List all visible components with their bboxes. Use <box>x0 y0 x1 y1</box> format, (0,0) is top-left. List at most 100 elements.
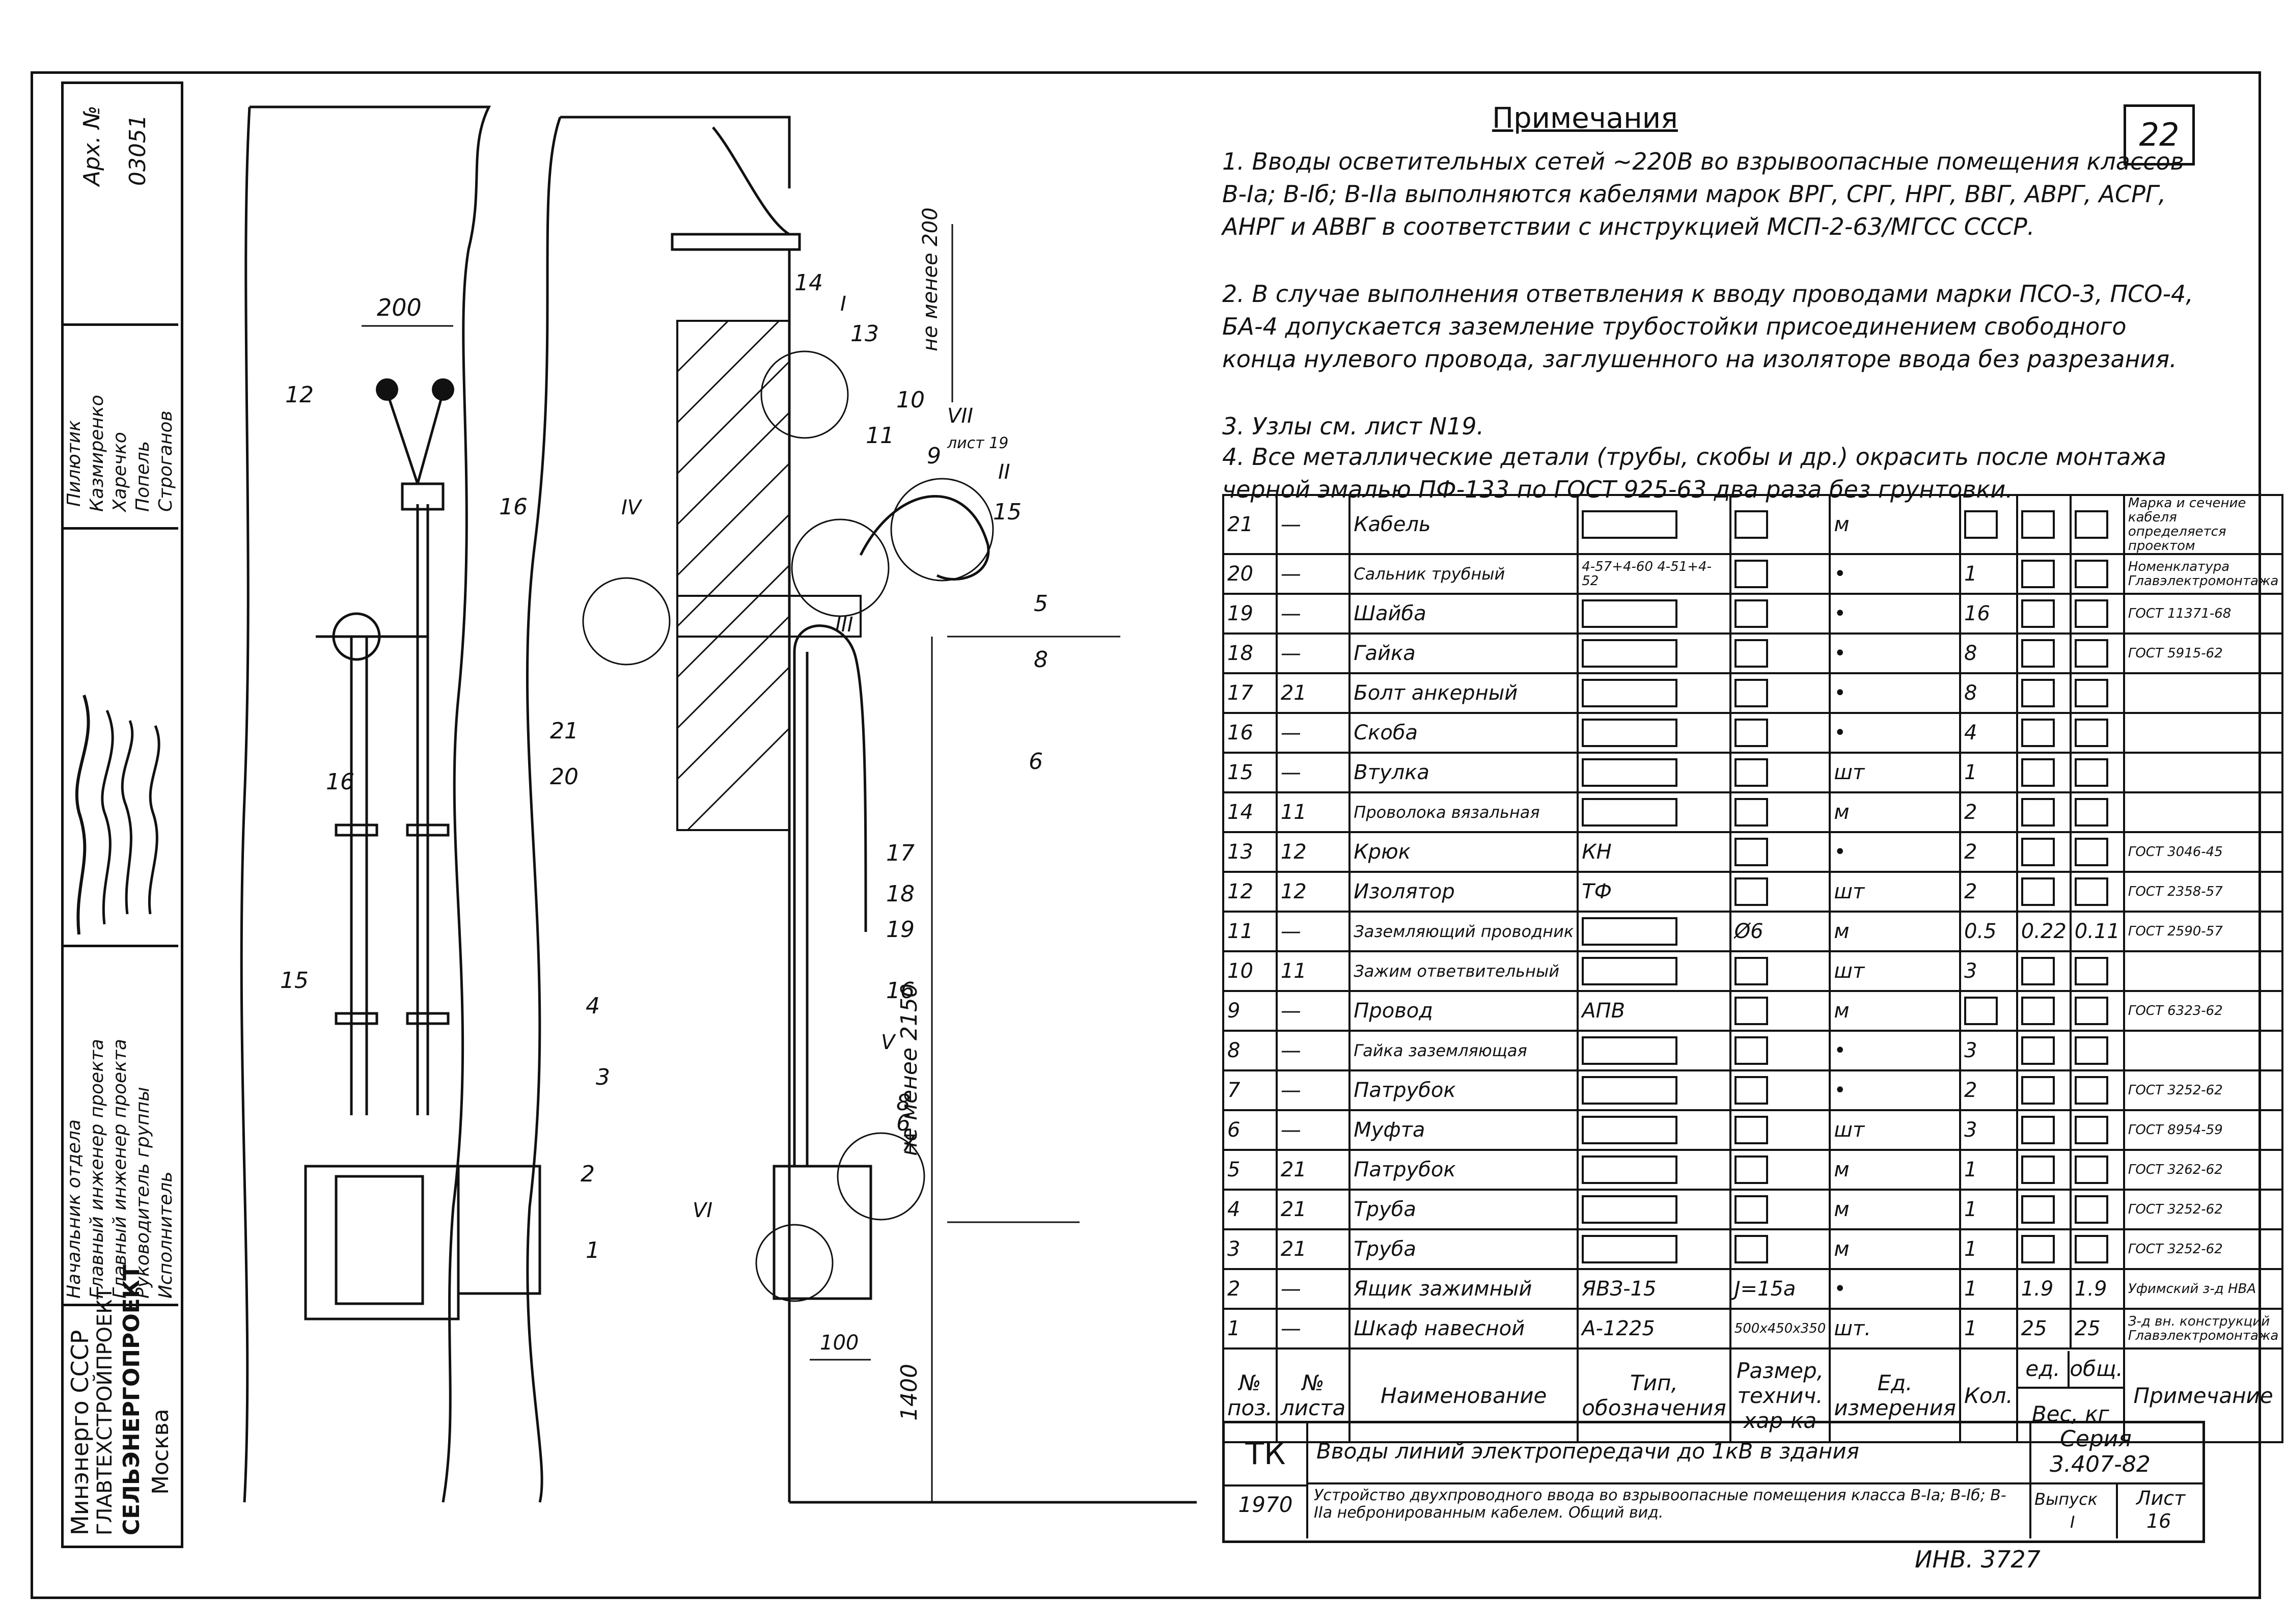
spec-cell-name: Изолятор <box>1348 871 1579 913</box>
title-code: ТК <box>1225 1423 1308 1487</box>
spec-cell-note <box>2123 950 2284 992</box>
col-weight-unit: ед. <box>2019 1351 2070 1387</box>
spec-cell-qty: 1 <box>1959 1308 2018 1350</box>
spec-cell-type <box>1577 494 1731 555</box>
callout-9: 9 <box>927 443 941 469</box>
callout-18: 18 <box>886 881 915 907</box>
empty-box <box>1734 510 1768 539</box>
spec-cell-w2: 0.11 <box>2069 911 2125 952</box>
callout-7: 7 <box>901 1131 916 1157</box>
callout-17: 17 <box>886 840 915 866</box>
spec-cell-sheet: — <box>1275 712 1351 754</box>
role-label: Главный инженер проекта <box>87 1039 107 1299</box>
left-stamp: Арх. № 03051 Пилютик Казмиренко Харечко … <box>61 81 183 1548</box>
spec-cell-sheet: — <box>1275 1109 1351 1151</box>
spec-cell-type: А-1225 <box>1577 1308 1731 1350</box>
spec-cell-w2 <box>2069 752 2125 793</box>
spec-cell-type <box>1577 911 1731 952</box>
spec-cell-w2 <box>2069 632 2125 674</box>
spec-cell-pos: 4 <box>1222 1189 1278 1230</box>
empty-box <box>2074 639 2108 668</box>
spec-cell-qty: 2 <box>1959 1069 2018 1111</box>
spec-cell-size <box>1729 1030 1831 1071</box>
empty-box <box>1964 997 1998 1025</box>
spec-cell-unit: • <box>1829 1069 1962 1111</box>
spec-cell-type <box>1577 712 1731 754</box>
empty-box <box>1582 639 1678 668</box>
spec-cell-note: ГОСТ 3252-62 <box>2123 1069 2284 1111</box>
empty-box <box>2074 798 2108 827</box>
callout-8-low: 8 <box>896 1090 911 1116</box>
title-year: 1970 <box>1238 1492 1293 1517</box>
spec-cell-type <box>1577 1109 1731 1151</box>
spec-cell-type <box>1577 1030 1731 1071</box>
spec-cell-sheet: 11 <box>1275 950 1351 992</box>
col-weight-total: общ. <box>2070 1356 2123 1381</box>
spec-cell-unit: • <box>1829 1030 1962 1071</box>
callout-15: 15 <box>280 968 309 994</box>
spec-cell-unit: шт <box>1829 871 1962 913</box>
spec-cell-w1 <box>2016 752 2072 793</box>
empty-box <box>2074 510 2108 539</box>
note-3: 3. Узлы см. лист N19. <box>1222 412 1484 440</box>
callout-8: 8 <box>1034 647 1048 673</box>
spec-cell-note <box>2123 752 2284 793</box>
node-mark-V: V <box>881 1031 896 1054</box>
spec-cell-sheet: — <box>1275 494 1351 555</box>
spec-cell-name: Провод <box>1348 990 1579 1032</box>
spec-cell-size <box>1729 871 1831 913</box>
dim-min-2150: не менее 2150 <box>896 983 922 1156</box>
spec-cell-qty <box>1959 990 2018 1032</box>
sheet-label: Лист <box>2136 1487 2186 1509</box>
spec-cell-unit: м <box>1829 990 1962 1032</box>
spec-cell-name: Патрубок <box>1348 1149 1579 1191</box>
spec-cell-size <box>1729 553 1831 595</box>
organization-block: Минэнерго СССР ГЛАВТЕХСТРОЙПРОЕКТ СЕЛЬЭН… <box>64 1264 178 1540</box>
spec-cell-pos: 15 <box>1222 752 1278 793</box>
spec-cell-pos: 5 <box>1222 1149 1278 1191</box>
spec-cell-unit: м <box>1829 1228 1962 1270</box>
empty-box <box>1734 719 1768 747</box>
spec-cell-size <box>1729 672 1831 714</box>
spec-cell-sheet: 21 <box>1275 1149 1351 1191</box>
series-label: Серия <box>2060 1426 2132 1452</box>
spec-cell-w2: 25 <box>2069 1308 2125 1350</box>
spec-cell-size <box>1729 752 1831 793</box>
spec-cell-pos: 11 <box>1222 911 1278 952</box>
sheet-number: 22 <box>2124 104 2195 166</box>
spec-cell-w1 <box>2016 1228 2072 1270</box>
spec-cell-w2 <box>2069 831 2125 873</box>
spec-cell-w1 <box>2016 1189 2072 1230</box>
spec-cell-pos: 2 <box>1222 1268 1278 1310</box>
signer-name: Казмиренко <box>87 395 107 512</box>
spec-cell-name: Заземляющий проводник <box>1348 911 1579 952</box>
empty-box <box>2021 560 2055 588</box>
spec-cell-pos: 14 <box>1222 791 1278 833</box>
spec-cell-w2: 1.9 <box>2069 1268 2125 1310</box>
spec-cell-qty: 3 <box>1959 1109 2018 1151</box>
empty-box <box>2074 1235 2108 1263</box>
spec-cell-name: Скоба <box>1348 712 1579 754</box>
dim-1400: 1400 <box>896 1364 922 1421</box>
empty-box <box>1964 510 1998 539</box>
table-row: 8—Гайка заземляющая•3 <box>1222 1030 2284 1071</box>
spec-cell-name: Гайка заземляющая <box>1348 1030 1579 1071</box>
col-type: Тип, обозначения <box>1577 1347 1731 1443</box>
spec-cell-w2 <box>2069 672 2125 714</box>
spec-cell-note: ГОСТ 5915-62 <box>2123 632 2284 674</box>
spec-cell-note: ГОСТ 2590-57 <box>2123 911 2284 952</box>
spec-cell-qty: 1 <box>1959 1149 2018 1191</box>
callout-5: 5 <box>1034 591 1048 617</box>
empty-box <box>2021 838 2055 866</box>
spec-cell-unit: м <box>1829 1189 1962 1230</box>
sheet-value: 16 <box>2146 1510 2171 1532</box>
archive-number: 03051 <box>125 115 151 186</box>
spec-cell-name: Сальник трубный <box>1348 553 1579 595</box>
empty-box <box>2074 957 2108 985</box>
